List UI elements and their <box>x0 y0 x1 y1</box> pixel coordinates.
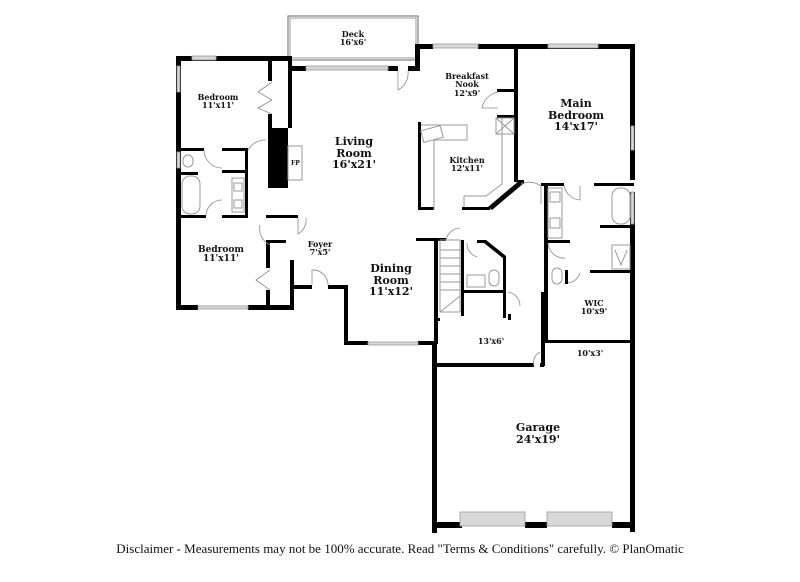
room-label-breakfast-nook: Breakfast Nook 12'x9' <box>442 72 492 97</box>
room-label-garage: Garage 24'x19' <box>516 422 560 445</box>
room-dimensions: 11'x11' <box>203 254 239 265</box>
windows <box>176 43 635 527</box>
room-name: Foyer <box>307 239 333 249</box>
room-name: WIC <box>584 298 604 308</box>
room-name: Bedroom <box>197 92 239 102</box>
room-label-storage: 10'x3' <box>576 348 604 358</box>
fireplace-label: FP <box>291 160 300 167</box>
room-name: Bedroom <box>198 245 244 255</box>
room-label-wic: WIC 10'x9' <box>581 299 607 316</box>
room-name: Dining Room <box>370 262 412 287</box>
room-name: Deck <box>341 29 365 39</box>
room-dimensions: 16'x6' <box>339 37 367 48</box>
room-dimensions: 12'x9' <box>453 87 481 98</box>
room-label-kitchen: Kitchen 12'x11' <box>449 156 484 173</box>
room-label-bedroom-lower: Bedroom 11'x11' <box>198 245 244 265</box>
room-label-living-room: Living Room 16'x21' <box>324 136 384 171</box>
room-dimensions: 13'x6' <box>477 336 505 346</box>
walls <box>176 44 635 533</box>
room-name: Main Bedroom <box>547 97 605 122</box>
room-dimensions: 12'x11' <box>451 163 483 174</box>
staircase <box>439 239 461 313</box>
room-name: Living Room <box>334 135 374 160</box>
room-name: Garage <box>515 421 561 434</box>
deck-outline <box>287 15 419 61</box>
room-label-main-bedroom: Main Bedroom 14'x17' <box>541 98 611 133</box>
room-label-foyer: Foyer 7'x5' <box>308 240 333 257</box>
room-dimensions: 14'x17' <box>554 120 598 134</box>
doors <box>203 70 581 367</box>
room-name: Kitchen <box>449 155 485 165</box>
disclaimer-text: Disclaimer - Measurements may not be 100… <box>116 541 684 556</box>
room-label-deck: Deck 16'x6' <box>340 30 366 47</box>
room-label-dining-room: Dining Room 11'x12' <box>361 263 421 298</box>
room-dimensions: 16'x21' <box>332 158 376 172</box>
room-dimensions: 10'x9' <box>580 306 608 317</box>
room-name: Breakfast Nook <box>445 71 489 90</box>
room-label-bedroom-upper: Bedroom 11'x11' <box>198 93 239 110</box>
room-dimensions: 11'x11' <box>202 100 234 111</box>
fixtures <box>181 117 631 313</box>
room-dimensions: 24'x19' <box>516 432 560 446</box>
room-dimensions: 11'x12' <box>369 285 413 299</box>
room-dimensions: 10'x3' <box>576 348 604 358</box>
room-label-laundry: 13'x6' <box>477 336 505 346</box>
room-dimensions: 7'x5' <box>309 247 331 258</box>
